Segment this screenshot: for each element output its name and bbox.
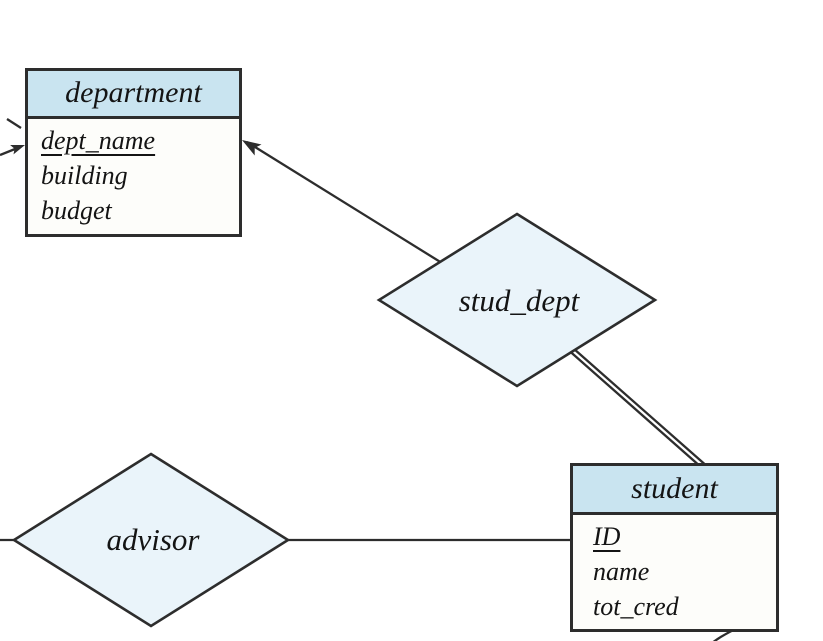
entity-student-title: student — [573, 466, 776, 515]
attribute-building: building — [41, 161, 128, 190]
advisor-label: advisor — [106, 522, 200, 557]
entity-department-attributes: dept_name building budget — [28, 119, 239, 228]
arrowhead-into-department-right — [242, 140, 262, 156]
attribute-name: name — [593, 557, 650, 586]
double-line-stud-dept-to-student-lower — [565, 347, 703, 469]
double-line-stud-dept-to-student-upper — [568, 344, 706, 466]
entity-department: department dept_name building budget — [25, 68, 242, 237]
line-offscreen-left-to-department — [0, 147, 16, 157]
tick-segment-department-left — [6, 118, 22, 129]
stud-dept-diamond — [376, 212, 658, 388]
advisor-diamond — [11, 452, 291, 628]
stud-dept-label: stud_dept — [458, 283, 580, 318]
line-stud-dept-to-department — [246, 141, 451, 269]
attribute-tot-cred: tot_cred — [593, 592, 679, 621]
arrowhead-into-department-left — [10, 145, 25, 155]
attribute-budget: budget — [41, 196, 112, 225]
entity-student: student ID name tot_cred — [570, 463, 779, 632]
entity-student-attributes: ID name tot_cred — [573, 515, 776, 624]
attribute-id: ID — [593, 522, 621, 551]
attribute-dept-name: dept_name — [41, 126, 156, 155]
entity-department-title: department — [28, 71, 239, 119]
